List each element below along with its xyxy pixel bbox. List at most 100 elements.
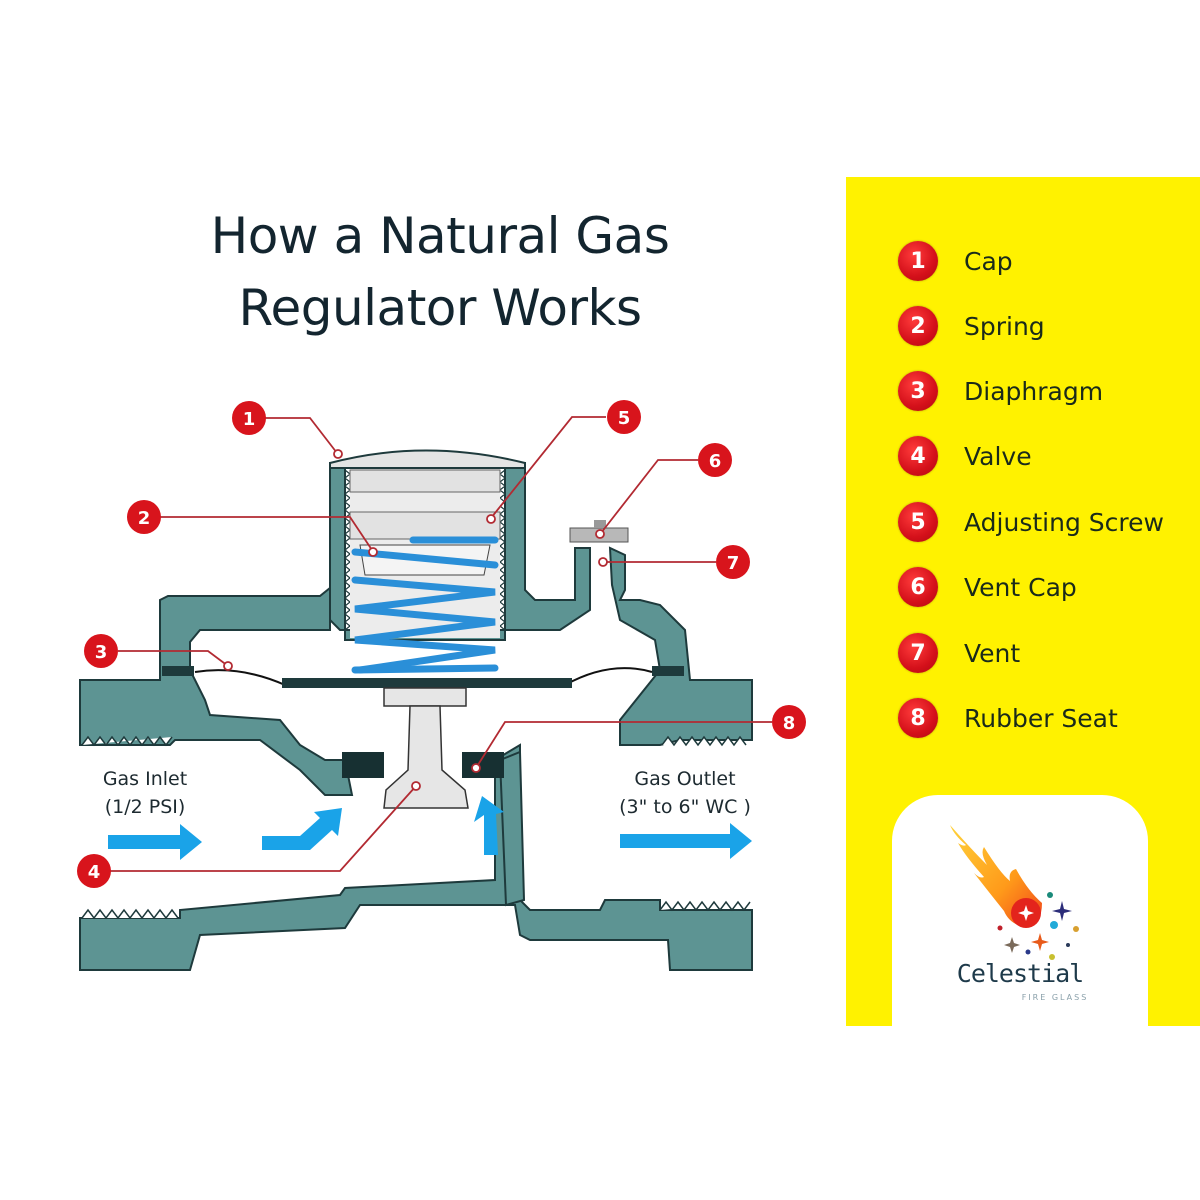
callout-number: 8 — [783, 713, 796, 734]
callout-circle — [232, 401, 266, 435]
legend-item-cap: 1 Cap — [898, 239, 1013, 283]
sparkle-orange — [1031, 933, 1049, 951]
leader-line-1 — [265, 417, 338, 454]
sparkle-cyan — [1050, 921, 1058, 929]
diagram-title: How a Natural Gas Regulator Works — [150, 200, 730, 344]
legend-label: Spring — [964, 311, 1045, 341]
legend-item-adjusting-screw: 5 Adjusting Screw — [898, 500, 1164, 544]
outlet-casting — [608, 546, 753, 746]
callout-1: 1 — [232, 401, 266, 435]
callout-number: 3 — [95, 642, 108, 663]
leader-end-2 — [368, 547, 378, 557]
leader-end-6 — [595, 529, 605, 539]
legend-item-spring: 2 Spring — [898, 304, 1045, 348]
legend-label: Rubber Seat — [964, 703, 1118, 733]
sparkle-navy — [1052, 901, 1072, 921]
rubber-seats — [342, 752, 504, 778]
legend-number-badge: 5 — [898, 502, 938, 542]
adjusting-screw-band-2 — [349, 511, 501, 540]
spring-coil — [351, 548, 499, 569]
outlet-turn-arrow — [474, 796, 504, 855]
leader-line-3 — [118, 650, 229, 667]
diaphragm-clamp-right — [652, 666, 684, 676]
outlet-thread-top — [661, 735, 747, 747]
legend-label: Cap — [964, 246, 1013, 276]
callout-circle — [772, 705, 806, 739]
inlet-pressure-text: (1/2 PSI) — [104, 796, 186, 818]
comet-logo-icon — [950, 825, 1079, 960]
brand-logo-card: Celestial FIRE GLASS — [892, 795, 1148, 1035]
sparkle-dark — [1066, 943, 1070, 947]
callout-7: 7 — [716, 545, 750, 579]
callout-number: 7 — [727, 553, 740, 574]
callout-number: 4 — [88, 862, 101, 883]
legend-number-badge: 6 — [898, 567, 938, 607]
outlet-body — [498, 546, 753, 907]
legend-label: Vent — [964, 638, 1021, 668]
callout-circle — [716, 545, 750, 579]
callout-circle — [698, 443, 732, 477]
spring-coil — [351, 664, 499, 674]
callout-circle — [77, 854, 111, 888]
gas-outlet-label: Gas Outlet (3" to 6" WC ) — [610, 765, 760, 821]
outlet-arrow — [620, 823, 752, 859]
leader-end-5 — [486, 514, 496, 524]
callout-number: 5 — [618, 408, 631, 429]
legend-item-valve: 4 Valve — [898, 434, 1032, 478]
leader-line-2 — [160, 516, 373, 551]
callout-2: 2 — [127, 500, 161, 534]
sparkle-gray — [1004, 937, 1020, 953]
spring — [351, 536, 499, 674]
bonnet-thread-left — [344, 469, 351, 631]
diaphragm-clamp-left — [162, 666, 194, 676]
inlet-body — [79, 585, 354, 796]
gas-inlet-label: Gas Inlet (1/2 PSI) — [80, 765, 210, 821]
legend-number-badge: 2 — [898, 306, 938, 346]
leader-end-1 — [333, 449, 343, 459]
brand-tagline: FIRE GLASS — [1021, 993, 1089, 1002]
adjusting-screw-band-1 — [349, 469, 501, 493]
legend-number-badge: 1 — [898, 241, 938, 281]
bonnet-thread-right — [499, 469, 506, 631]
callout-number: 6 — [709, 451, 722, 472]
leader-line-6 — [600, 459, 698, 534]
legend-panel: 1 Cap 2 Spring 3 Diaphragm 4 Valve 5 Adj… — [846, 177, 1200, 1035]
inlet-arrow — [108, 824, 202, 860]
sparkle-yellow — [1049, 954, 1055, 960]
legend-label: Vent Cap — [964, 572, 1077, 602]
leader-end-8 — [471, 763, 481, 773]
brand-name: Celestial — [956, 959, 1084, 988]
legend-label: Valve — [964, 441, 1032, 471]
inlet-thread-top — [81, 735, 173, 747]
inlet-label-text: Gas Inlet — [102, 768, 188, 790]
leader-line-5 — [490, 416, 606, 519]
sparkle-red — [997, 925, 1003, 931]
inlet-casting — [79, 585, 354, 796]
callout-6: 6 — [698, 443, 732, 477]
outlet-chamber-wall — [498, 750, 526, 907]
legend-number-badge: 3 — [898, 371, 938, 411]
leader-endpoints — [223, 449, 608, 791]
legend-item-diaphragm: 3 Diaphragm — [898, 369, 1103, 413]
outlet-pressure-text: (3" to 6" WC ) — [619, 796, 751, 818]
leader-end-3 — [223, 661, 233, 671]
inlet-thread-bottom — [81, 908, 179, 920]
inlet-turn-arrow — [262, 808, 342, 850]
sparkle-blue — [1025, 949, 1031, 955]
vent-cap-knob — [594, 520, 606, 528]
legend-number-badge: 7 — [898, 633, 938, 673]
cap — [329, 449, 526, 469]
callout-3: 3 — [84, 634, 118, 668]
rubber-seat-left — [342, 752, 384, 778]
sparkle-gold — [1073, 926, 1079, 932]
spring-coil — [351, 576, 496, 674]
title-line-2: Regulator Works — [238, 279, 642, 337]
legend-label: Adjusting Screw — [964, 507, 1164, 537]
leader-lines — [110, 416, 772, 872]
regulator-cross-section: 1 2 3 4 5 6 7 8 — [77, 400, 806, 971]
legend-number-badge: 8 — [898, 698, 938, 738]
legend-number-badge: 4 — [898, 436, 938, 476]
leader-end-7 — [598, 557, 608, 567]
callout-circle — [84, 634, 118, 668]
callout-8: 8 — [772, 705, 806, 739]
